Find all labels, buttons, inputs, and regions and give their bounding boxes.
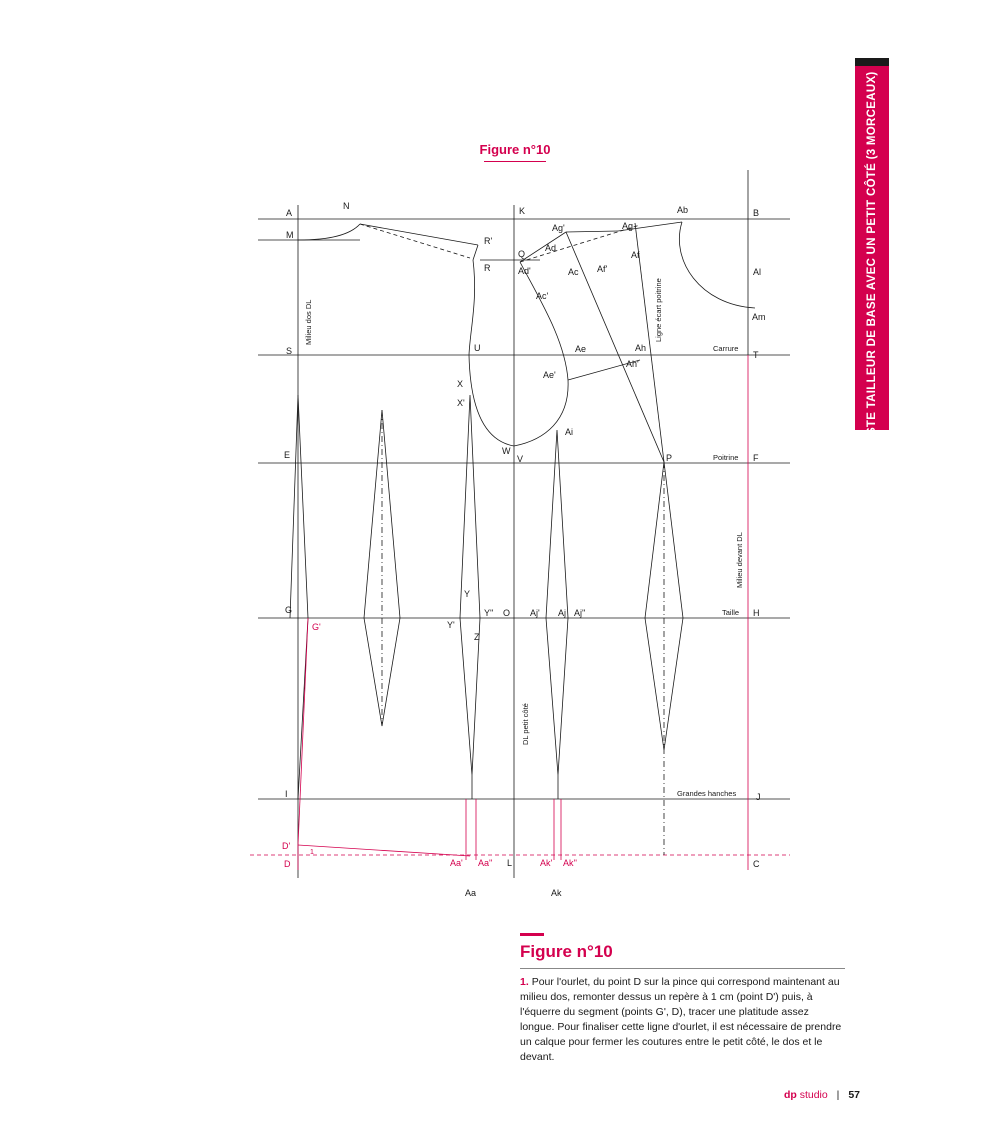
label-Q: Q bbox=[518, 249, 525, 259]
label-one: 1 bbox=[310, 849, 314, 856]
line-labels: Carrure Poitrine Taille Grandes hanches … bbox=[304, 278, 744, 798]
label-X: X bbox=[457, 379, 463, 389]
explanation-heading: Figure n°10 bbox=[520, 942, 613, 961]
label-D: D bbox=[284, 859, 291, 869]
figure-explanation: Figure n°10 1. Pour l'ourlet, du point D… bbox=[520, 933, 845, 1065]
label-W: W bbox=[502, 446, 511, 456]
label-A: A bbox=[286, 208, 292, 218]
label-R: R bbox=[484, 263, 491, 273]
line-label-carrure: Carrure bbox=[713, 344, 738, 353]
label-Ai: Ai bbox=[565, 427, 573, 437]
step-text: Pour l'ourlet, du point D sur la pince q… bbox=[520, 976, 842, 1063]
label-L: L bbox=[507, 858, 512, 868]
pattern-hem-lines bbox=[297, 355, 749, 870]
label-C: C bbox=[753, 859, 760, 869]
label-Y-dprime: Y'' bbox=[484, 608, 494, 618]
label-Ae-prime: Ae' bbox=[543, 370, 556, 380]
heading-divider bbox=[520, 968, 845, 969]
figure-caption: Figure n°10 bbox=[430, 142, 600, 162]
label-Ah-prime: Ah' bbox=[626, 359, 639, 369]
label-T: T bbox=[753, 350, 759, 360]
chapter-side-tab: VESTE TAILLEUR DE BASE AVEC UN PETIT CÔT… bbox=[855, 58, 889, 451]
footer-separator: | bbox=[836, 1089, 840, 1101]
label-Aj-dprime: Aj'' bbox=[574, 608, 586, 618]
explanation-step: 1. Pour l'ourlet, du point D sur la pinc… bbox=[520, 975, 845, 1065]
label-H: H bbox=[753, 608, 760, 618]
label-Al: Al bbox=[753, 267, 761, 277]
page-footer: dp studio | 57 bbox=[760, 1089, 860, 1101]
label-Ac: Ac bbox=[568, 267, 579, 277]
label-Af-prime: Af' bbox=[597, 264, 608, 274]
label-O: O bbox=[503, 608, 510, 618]
line-label-milieu-devant: Milieu devant DL bbox=[735, 532, 744, 588]
label-Ac-prime: Ac' bbox=[536, 291, 549, 301]
label-Ak-dprime: Ak'' bbox=[563, 858, 577, 868]
label-V: V bbox=[517, 454, 523, 464]
label-Ab: Ab bbox=[677, 205, 688, 215]
label-K: K bbox=[519, 206, 525, 216]
footer-studio: studio bbox=[799, 1089, 828, 1101]
label-Aa: Aa bbox=[465, 888, 476, 898]
label-Ag-prime: Ag' bbox=[552, 223, 565, 233]
label-Ad: Ad bbox=[545, 243, 556, 253]
label-Ad-prime: Ad' bbox=[518, 266, 531, 276]
label-Ag: Ag bbox=[622, 221, 633, 231]
label-S: S bbox=[286, 346, 292, 356]
label-G: G bbox=[285, 605, 292, 615]
label-D-prime: D' bbox=[282, 841, 290, 851]
side-tab-black-bar bbox=[855, 58, 889, 66]
label-Ak-prime: Ak' bbox=[540, 858, 553, 868]
line-label-ligne-ecart-poitrine: Ligne écart poitrine bbox=[654, 278, 663, 342]
label-Z: Z bbox=[474, 632, 480, 642]
figure-caption-underline bbox=[484, 161, 546, 162]
label-X-prime: X' bbox=[457, 398, 465, 408]
heading-accent-bar bbox=[520, 933, 544, 936]
line-label-dl-petit-cote: DL petit côté bbox=[521, 703, 530, 745]
line-label-grandes-hanches: Grandes hanches bbox=[677, 789, 736, 798]
label-Aj-prime: Aj' bbox=[530, 608, 540, 618]
label-Aa-prime: Aa' bbox=[450, 858, 463, 868]
line-label-poitrine: Poitrine bbox=[713, 453, 738, 462]
label-G-prime: G' bbox=[312, 622, 321, 632]
label-U: U bbox=[474, 343, 481, 353]
label-Y-prime: Y' bbox=[447, 620, 455, 630]
line-label-taille: Taille bbox=[722, 608, 739, 617]
label-F: F bbox=[753, 453, 759, 463]
label-Ah: Ah bbox=[635, 343, 646, 353]
label-Y: Y bbox=[464, 589, 470, 599]
label-J: J bbox=[756, 792, 761, 802]
label-Am: Am bbox=[752, 312, 766, 322]
label-E: E bbox=[284, 450, 290, 460]
page-number: 57 bbox=[848, 1089, 860, 1101]
label-B: B bbox=[753, 208, 759, 218]
label-Aa-dprime: Aa'' bbox=[478, 858, 493, 868]
step-number: 1. bbox=[520, 976, 529, 988]
label-R-prime: R' bbox=[484, 236, 492, 246]
point-labels: A B K N M R' R Q Ag' Ad Ag Ab Ac Af' Af … bbox=[282, 201, 766, 898]
label-Ak: Ak bbox=[551, 888, 562, 898]
label-I: I bbox=[285, 789, 288, 799]
footer-brand: dp bbox=[783, 1089, 797, 1101]
label-Aj: Aj bbox=[558, 608, 566, 618]
line-label-milieu-dos: Milieu dos DL bbox=[304, 300, 313, 345]
pattern-construction-lines bbox=[250, 170, 790, 878]
label-N: N bbox=[343, 201, 350, 211]
label-P: P bbox=[666, 453, 672, 463]
label-Af: Af bbox=[631, 250, 640, 260]
label-M: M bbox=[286, 230, 294, 240]
figure-caption-text: Figure n°10 bbox=[479, 142, 551, 157]
label-Ae: Ae bbox=[575, 344, 586, 354]
